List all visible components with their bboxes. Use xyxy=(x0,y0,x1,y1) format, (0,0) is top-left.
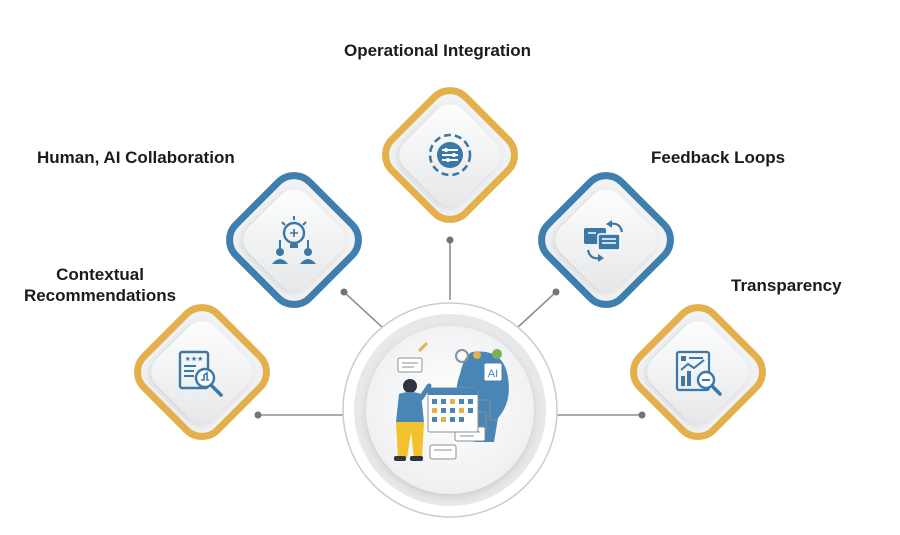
gear-sliders-icon xyxy=(428,133,472,177)
connector-human-ai-collaboration xyxy=(340,288,384,329)
tile-transparency xyxy=(630,304,766,440)
tile-human-ai-collaboration xyxy=(226,172,362,308)
connectors xyxy=(254,236,646,419)
label-transparency: Transparency xyxy=(731,276,842,295)
tile-operational-integration xyxy=(382,87,518,223)
connector-transparency xyxy=(557,411,646,419)
person-ai-calendar-illustration: AI xyxy=(394,342,509,461)
connector-operational-integration xyxy=(446,236,454,300)
center-hub: AI xyxy=(342,302,558,518)
tile-feedback-loops xyxy=(538,172,674,308)
chat-bubbles-arrows-icon xyxy=(584,220,624,262)
brain-bulb-people-icon xyxy=(272,216,316,264)
connector-contextual-recommendations xyxy=(254,411,343,419)
label-contextual-recommendations: Contextual Recommendations xyxy=(16,264,184,306)
chart-magnifier-icon xyxy=(675,350,722,396)
label-contextual-recommendations-line-2: Recommendations xyxy=(23,286,177,305)
label-contextual-recommendations-line-1: Contextual xyxy=(56,265,144,284)
label-human-ai-collaboration: Human, AI Collaboration xyxy=(37,148,235,167)
connector-feedback-loops xyxy=(516,288,560,329)
document-rating-magnifier-icon: ★★★ xyxy=(178,350,223,397)
ai-badge-text: AI xyxy=(488,368,498,380)
label-operational-integration: Operational Integration xyxy=(344,41,532,60)
tile-contextual-recommendations: ★★★ xyxy=(134,304,270,440)
svg-text:★★★: ★★★ xyxy=(185,355,204,363)
label-feedback-loops: Feedback Loops xyxy=(651,148,786,167)
